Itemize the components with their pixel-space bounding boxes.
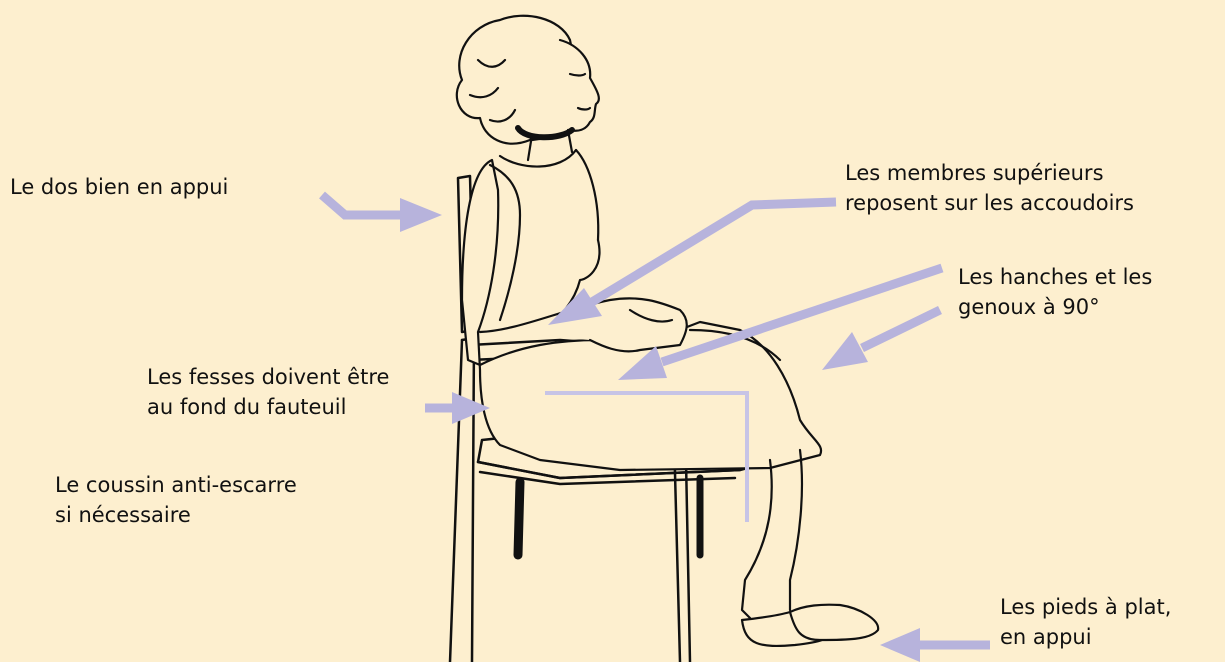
label-back-text: Le dos bien en appui (10, 172, 228, 202)
label-hips-knees-line-1: Les hanches et les (958, 262, 1152, 292)
label-feet-line-2: en appui (1000, 622, 1171, 652)
label-hips-knees-line-2: genoux à 90° (958, 292, 1152, 322)
label-upper-limbs: Les membres supérieurs reposent sur les … (845, 158, 1134, 218)
feet-arrow (880, 628, 990, 662)
label-upper-limbs-line-1: Les membres supérieurs (845, 158, 1134, 188)
label-buttocks-line-1: Les fesses doivent être (147, 362, 389, 392)
label-back: Le dos bien en appui (10, 172, 228, 202)
label-feet: Les pieds à plat, en appui (1000, 592, 1171, 652)
label-cushion-line-2: si nécessaire (55, 500, 297, 530)
label-upper-limbs-line-2: reposent sur les accoudoirs (845, 188, 1134, 218)
label-cushion: Le coussin anti-escarre si nécessaire (55, 470, 297, 530)
label-hips-knees: Les hanches et les genoux à 90° (958, 262, 1152, 322)
label-buttocks: Les fesses doivent être au fond du faute… (147, 362, 389, 422)
label-feet-line-1: Les pieds à plat, (1000, 592, 1171, 622)
buttocks-arrow (425, 392, 490, 424)
knees-arrow (822, 310, 940, 370)
label-buttocks-line-2: au fond du fauteuil (147, 392, 389, 422)
upper-limbs-arrow (548, 202, 836, 325)
label-cushion-line-1: Le coussin anti-escarre (55, 470, 297, 500)
back-arrow (322, 195, 442, 232)
